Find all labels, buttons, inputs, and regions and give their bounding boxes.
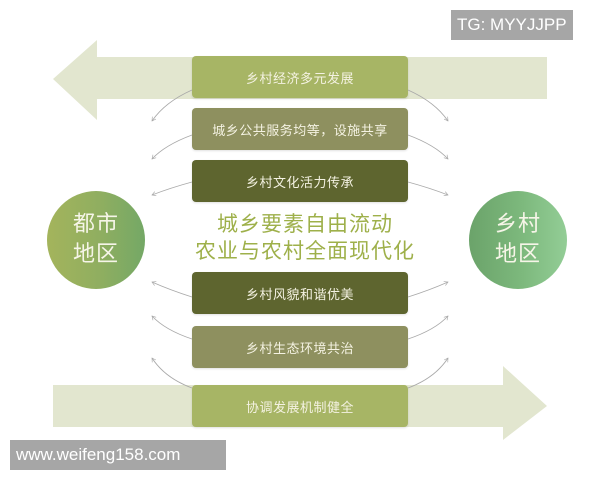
urban-area-circle: 都市 地区: [47, 191, 145, 289]
urban-circle-line-2: 地区: [72, 242, 119, 267]
connector-right-6: [407, 357, 449, 389]
rural-circle-line-1: 乡村: [494, 212, 541, 237]
box-rural-landscape: 乡村风貌和谐优美: [192, 272, 408, 314]
center-line-2: 农业与农村全面现代化: [195, 239, 415, 263]
rural-circle-line-2: 地区: [494, 242, 541, 267]
box-rural-economy: 乡村经济多元发展: [192, 56, 408, 98]
urban-circle-line-1: 都市: [72, 212, 119, 237]
connector-left-6: [151, 357, 193, 389]
center-line-1: 城乡要素自由流动: [217, 212, 393, 236]
watermark-bottom-left: www.weifeng158.com: [10, 440, 226, 470]
connector-right-2: [407, 134, 449, 160]
connector-right-1: [407, 89, 449, 122]
connector-right-5: [407, 315, 449, 340]
watermark-top-right: TG: MYYJJPP: [451, 10, 573, 40]
box-public-services: 城乡公共服务均等，设施共享: [192, 108, 408, 150]
box-rural-culture: 乡村文化活力传承: [192, 160, 408, 202]
box-ecology: 乡村生态环境共治: [192, 326, 408, 368]
connector-left-4: [151, 281, 193, 298]
connector-right-4: [407, 281, 449, 298]
center-slogan: 城乡要素自由流动 农业与农村全面现代化: [190, 211, 420, 265]
connector-left-3: [151, 181, 193, 196]
connector-left-1: [151, 89, 193, 122]
rural-area-circle: 乡村 地区: [469, 191, 567, 289]
box-coordination-mechanism: 协调发展机制健全: [192, 385, 408, 427]
connector-right-3: [407, 181, 449, 196]
connector-left-2: [151, 134, 193, 160]
connector-left-5: [151, 315, 193, 340]
